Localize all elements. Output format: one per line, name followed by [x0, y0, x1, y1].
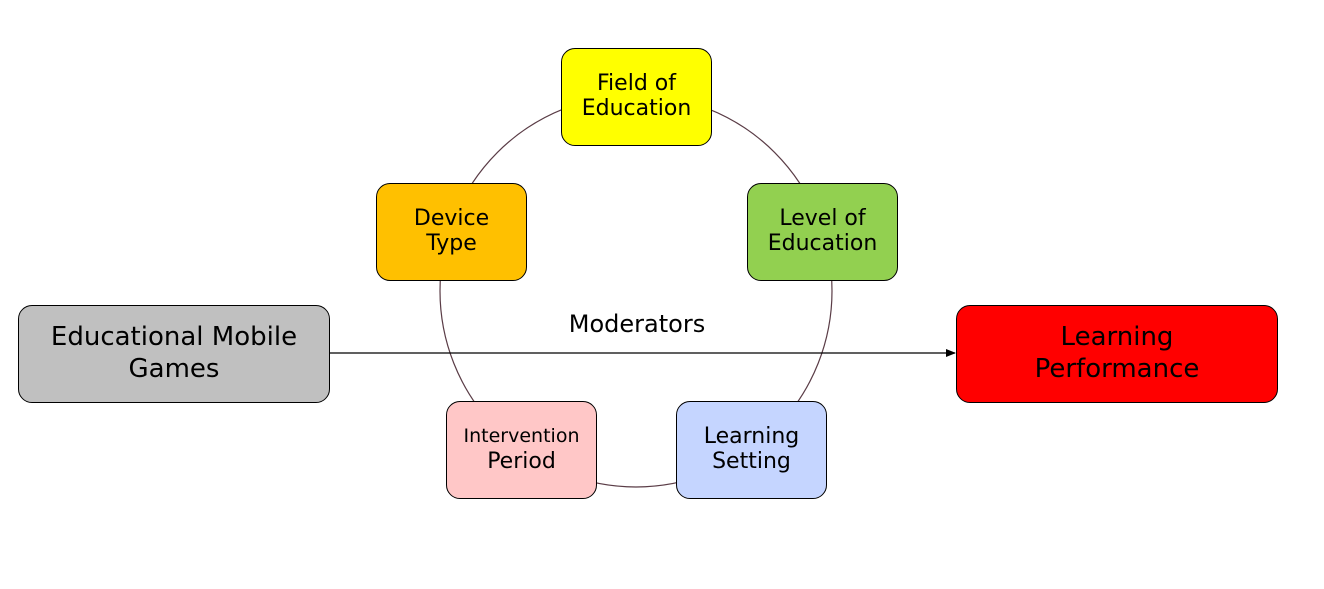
- node-learning-setting-label: Learning Setting: [703, 424, 800, 474]
- node-intervention-period-line2: Period: [487, 449, 556, 475]
- node-level-of-education-label: Level of Education: [767, 206, 878, 256]
- node-device-type: Device Type: [376, 183, 527, 281]
- node-educational-mobile-games-label: Educational Mobile Games: [50, 322, 298, 384]
- node-learning-setting: Learning Setting: [676, 401, 827, 499]
- node-intervention-period-line1: Intervention: [463, 424, 580, 447]
- node-intervention-period-label: Intervention Period: [464, 424, 580, 476]
- node-field-of-education: Field of Education: [561, 48, 712, 146]
- node-field-of-education-label: Field of Education: [581, 71, 692, 121]
- moderators-label: Moderators: [568, 310, 706, 338]
- node-educational-mobile-games: Educational Mobile Games: [18, 305, 330, 403]
- node-level-of-education: Level of Education: [747, 183, 898, 281]
- node-learning-performance-label: Learning Performance: [1034, 322, 1200, 384]
- node-device-type-label: Device Type: [413, 206, 490, 256]
- node-intervention-period: Intervention Period: [446, 401, 597, 499]
- node-learning-performance: Learning Performance: [956, 305, 1278, 403]
